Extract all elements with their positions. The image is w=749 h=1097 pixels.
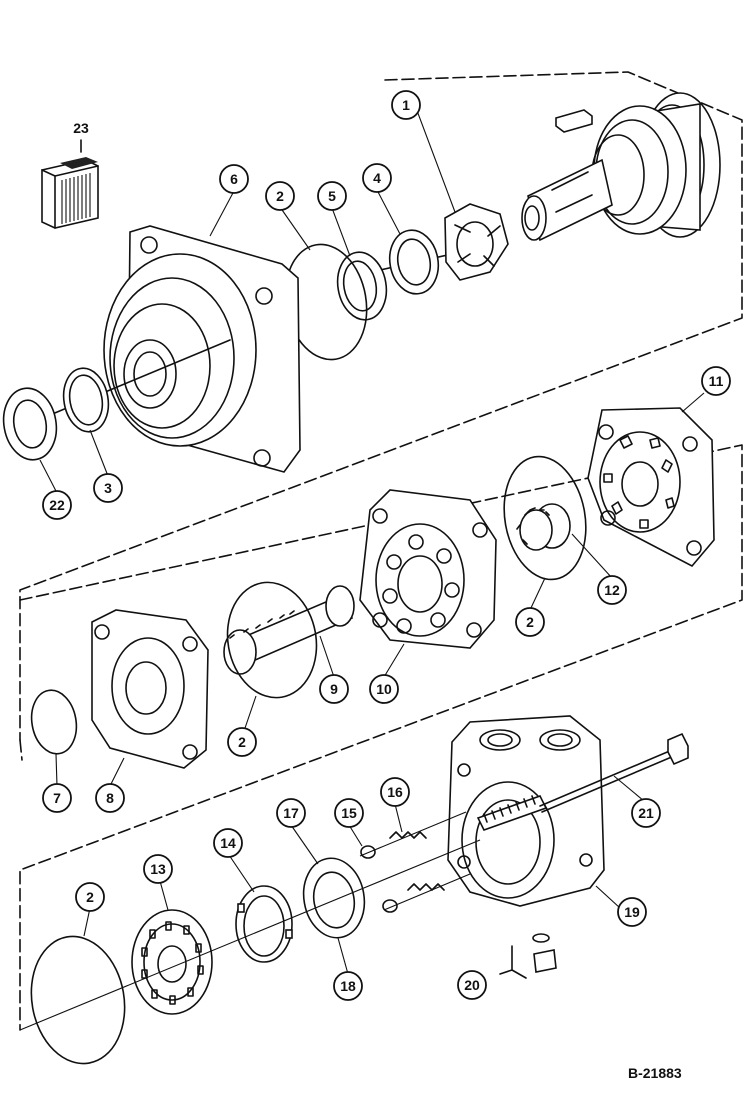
callout-7: 7: [42, 783, 72, 813]
plug-part: [499, 933, 557, 979]
svg-text:5: 5: [328, 188, 336, 204]
callout-19: 19: [617, 897, 647, 927]
spring-pin-parts: [359, 811, 471, 913]
callout-5: 5: [317, 181, 347, 211]
wear-plate-part: [30, 609, 209, 769]
washer-seal-parts: [284, 229, 440, 361]
large-oring-part: [19, 839, 481, 1065]
commutator-part: [131, 909, 213, 1015]
kit-box-part: [41, 139, 99, 229]
callout-18: 18: [333, 971, 363, 1001]
gerotor-part: [359, 489, 497, 649]
callout-2-top: 2: [265, 181, 295, 211]
callout-6: 6: [219, 164, 249, 194]
svg-text:8: 8: [106, 790, 114, 806]
callout-23: 23: [73, 120, 89, 136]
callout-13: 13: [143, 854, 173, 884]
callout-8: 8: [95, 783, 125, 813]
svg-text:10: 10: [376, 681, 392, 697]
callout-20: 20: [457, 970, 487, 1000]
svg-text:2: 2: [276, 188, 284, 204]
output-shaft-part: [379, 92, 721, 271]
svg-text:16: 16: [387, 784, 403, 800]
svg-text:21: 21: [638, 805, 654, 821]
svg-text:4: 4: [373, 170, 381, 186]
svg-text:19: 19: [624, 904, 640, 920]
drive-gear-part: [503, 455, 587, 581]
castle-nut-part: [444, 203, 509, 281]
svg-text:2: 2: [86, 889, 94, 905]
svg-text:2: 2: [526, 614, 534, 630]
svg-text:12: 12: [604, 582, 620, 598]
callout-12: 12: [597, 575, 627, 605]
svg-text:14: 14: [220, 835, 236, 851]
drive-shaft-part: [223, 581, 355, 699]
svg-text:1: 1: [402, 97, 410, 113]
callout-9: 9: [319, 674, 349, 704]
callout-22: 22: [42, 490, 72, 520]
callout-10: 10: [369, 674, 399, 704]
svg-text:11: 11: [709, 373, 724, 389]
retainer-ring-part: [235, 885, 293, 963]
svg-text:13: 13: [150, 861, 166, 877]
svg-text:9: 9: [330, 681, 338, 697]
svg-text:20: 20: [464, 977, 480, 993]
callout-16: 16: [380, 777, 410, 807]
callout-2-lower: 2: [227, 727, 257, 757]
valve-housing-part: [447, 715, 605, 907]
figure-reference: B-21883: [628, 1065, 682, 1081]
bolt-part: [539, 732, 689, 813]
callout-11: 11: [701, 366, 731, 396]
svg-text:17: 17: [283, 805, 299, 821]
svg-text:2: 2: [238, 734, 246, 750]
svg-text:18: 18: [340, 978, 356, 994]
valve-plate-part: [587, 407, 715, 568]
face-seal-parts: [302, 857, 366, 939]
svg-text:7: 7: [53, 790, 61, 806]
svg-text:6: 6: [230, 171, 238, 187]
callout-21: 21: [631, 798, 661, 828]
front-seals-parts: [2, 367, 110, 461]
callout-2-mid: 2: [515, 607, 545, 637]
callout-4: 4: [362, 163, 392, 193]
callout-15: 15: [334, 798, 364, 828]
callout-17: 17: [276, 798, 306, 828]
callout-1: 1: [391, 90, 421, 120]
callout-14: 14: [213, 828, 243, 858]
section-frames: [19, 71, 743, 1031]
leader-lines: [39, 107, 705, 975]
svg-text:15: 15: [341, 805, 357, 821]
svg-text:3: 3: [104, 480, 112, 496]
callout-2-bottom: 2: [75, 882, 105, 912]
callout-3: 3: [93, 473, 123, 503]
svg-text:22: 22: [49, 497, 65, 513]
housing-part: [37, 225, 301, 473]
